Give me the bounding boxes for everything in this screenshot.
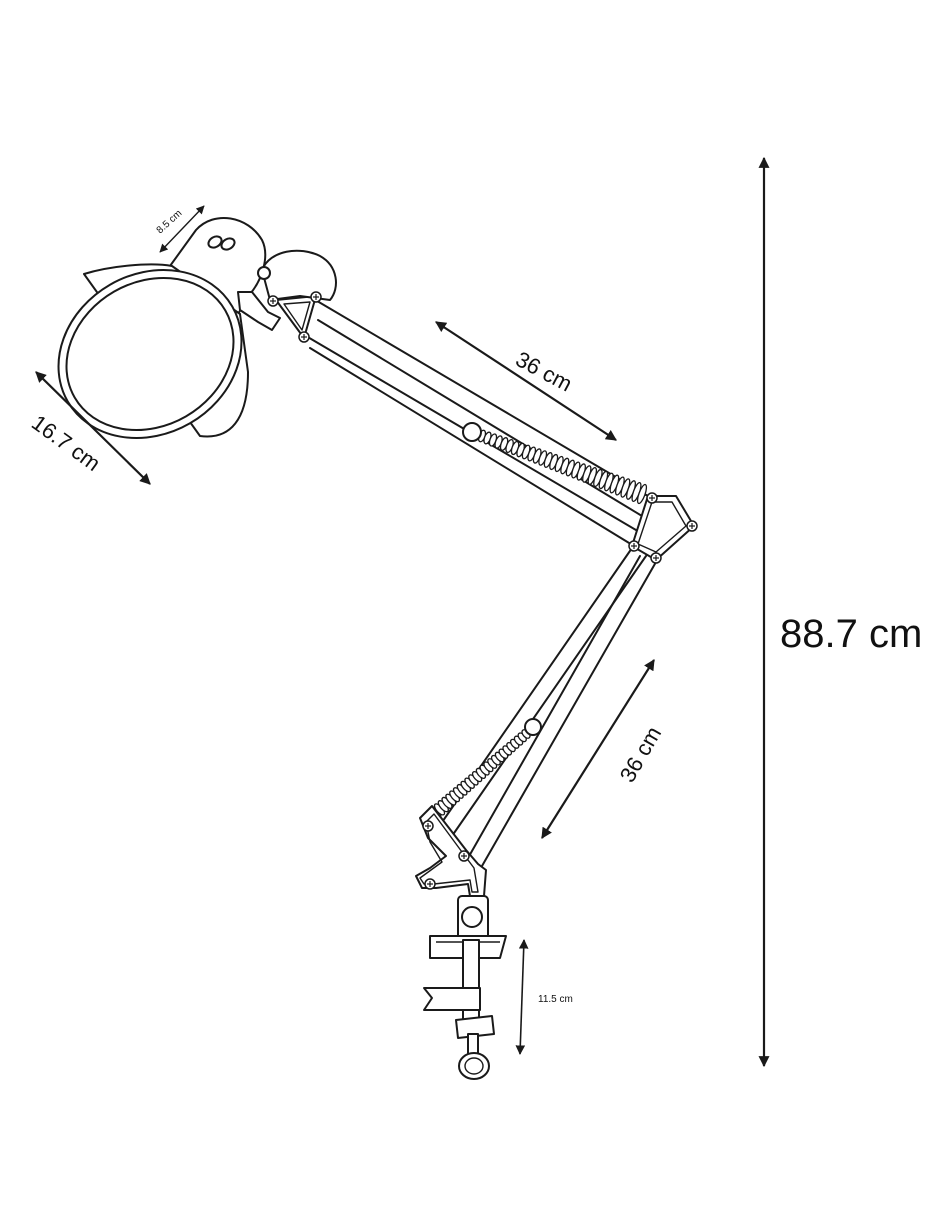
upper-spring	[471, 429, 649, 505]
upper-spring-cap	[462, 422, 482, 442]
upper-arm-arrow	[435, 321, 617, 441]
upper-arm-dimension: 36 cm	[435, 321, 617, 441]
shade-depth-arrow	[159, 205, 205, 253]
head-joint	[275, 295, 317, 339]
lamp-illustration	[57, 216, 698, 1080]
desk-clamp	[423, 895, 507, 1080]
clamp-opening-label: 11.5 cm	[538, 994, 573, 1005]
upper-arm	[305, 297, 649, 547]
elbow-joint	[631, 495, 695, 561]
lower-spring-cap	[524, 718, 542, 736]
upper-arm-label: 36 cm	[512, 346, 577, 396]
clamp-opening-arrow	[515, 939, 529, 1055]
shade-diameter-arrow	[35, 371, 151, 485]
total-height-label: 88.7 cm	[780, 612, 922, 656]
lower-arm-label: 36 cm	[615, 722, 667, 786]
lower-arm-dimension: 36 cm	[541, 659, 667, 839]
spring-coil	[636, 483, 648, 505]
clamp-opening-dimension: 11.5 cm	[515, 939, 573, 1055]
lower-arm-arrow	[541, 659, 655, 839]
screws	[267, 291, 698, 890]
total-height-dimension: 88.7 cm	[758, 156, 922, 1068]
